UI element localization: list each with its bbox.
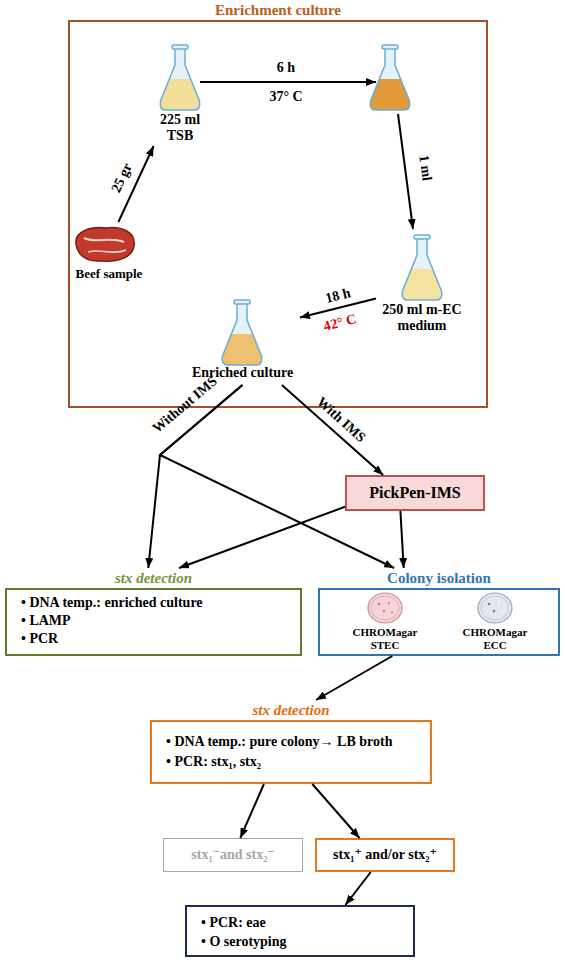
section-heading: stx detection <box>5 568 302 588</box>
illustrated-item: Beef sample <box>70 222 148 286</box>
condition-label: 6 h <box>277 60 295 76</box>
result-box: • PCR: eae• O serotyping <box>185 905 415 957</box>
process-box: PickPen-IMS <box>345 475 485 511</box>
connector-arrow <box>312 784 359 838</box>
section-heading: Enrichment culture <box>68 0 488 20</box>
edge-label: 18 h <box>324 285 352 307</box>
connector-arrow <box>282 385 383 475</box>
connector-arrow <box>400 511 403 568</box>
section-heading: stx detection <box>150 700 432 720</box>
edge-label: 25 gr <box>108 161 135 196</box>
bullet-item: • PCR: stx₁, stx₂ <box>166 752 416 772</box>
process-box: stx₁⁻and stx₂⁻ <box>163 838 303 872</box>
illustrated-item: CHROMagar STEC <box>330 592 440 654</box>
connector-arrow <box>345 872 370 905</box>
connector-arrow <box>240 784 264 838</box>
connector-arrow <box>179 507 345 568</box>
bullet-item: • LAMP <box>21 612 286 630</box>
illustrated-item: Enriched culture <box>185 297 300 385</box>
box-text: stx₁⁻and stx₂⁻ <box>191 846 274 864</box>
illustrated-item: 250 ml m-EC medium <box>376 232 468 334</box>
condition-label: 37° C <box>269 89 302 105</box>
section-heading: Colony isolation <box>318 568 560 588</box>
bullet-item: • PCR <box>21 630 286 648</box>
bullet-item: • PCR: eae <box>201 913 399 932</box>
bullet-item: • DNA temp.: enriched culture <box>21 594 286 612</box>
flask-illustration <box>160 45 200 110</box>
condition-label: 42° C <box>322 311 358 335</box>
box-text: stx₁⁺ and/or stx₂⁺ <box>333 846 437 864</box>
section-frame <box>318 588 560 656</box>
bullet-item: • DNA temp.: pure colony→ LB broth <box>166 732 416 752</box>
flask-illustration <box>402 235 442 300</box>
item-caption: 225 ml TSB <box>152 112 208 144</box>
section-frame: • DNA temp.: enriched culture• LAMP• PCR <box>5 588 302 656</box>
condition-label: 1 ml <box>415 154 434 182</box>
edge-label: With IMS <box>313 394 368 446</box>
illustrated-item: CHROMagar ECC <box>440 592 550 654</box>
connector-arrow <box>316 656 392 700</box>
section-frame <box>68 20 488 408</box>
illustrated-item: 225 ml TSB <box>145 42 215 146</box>
flask-illustration <box>222 300 262 365</box>
process-box: stx₁⁺ and/or stx₂⁺ <box>315 838 455 872</box>
section-frame: • DNA temp.: pure colony→ LB broth• PCR:… <box>150 720 432 784</box>
petri-dish <box>478 593 512 623</box>
section-box: Colony isolationCHROMagar STEC CHROMagar … <box>318 568 560 656</box>
petri-dish <box>368 593 402 623</box>
process-arrow <box>398 114 413 229</box>
beef-illustration <box>76 228 134 262</box>
edge-label: Without IMS <box>149 373 220 436</box>
item-caption: CHROMagar ECC <box>455 626 535 652</box>
box-text: PickPen-IMS <box>369 483 461 503</box>
process-arrow <box>200 81 376 83</box>
section-box: stx detection• DNA temp.: pure colony→ L… <box>150 700 432 784</box>
item-caption: 250 ml m-EC medium <box>376 302 468 334</box>
connector-arrow <box>160 385 394 568</box>
flask-illustration <box>370 45 410 110</box>
section-box: stx detection• DNA temp.: enriched cultu… <box>5 568 302 656</box>
bullet-item: • O serotyping <box>201 932 399 951</box>
item-caption: Beef sample <box>70 266 148 281</box>
item-caption: CHROMagar STEC <box>345 626 425 652</box>
